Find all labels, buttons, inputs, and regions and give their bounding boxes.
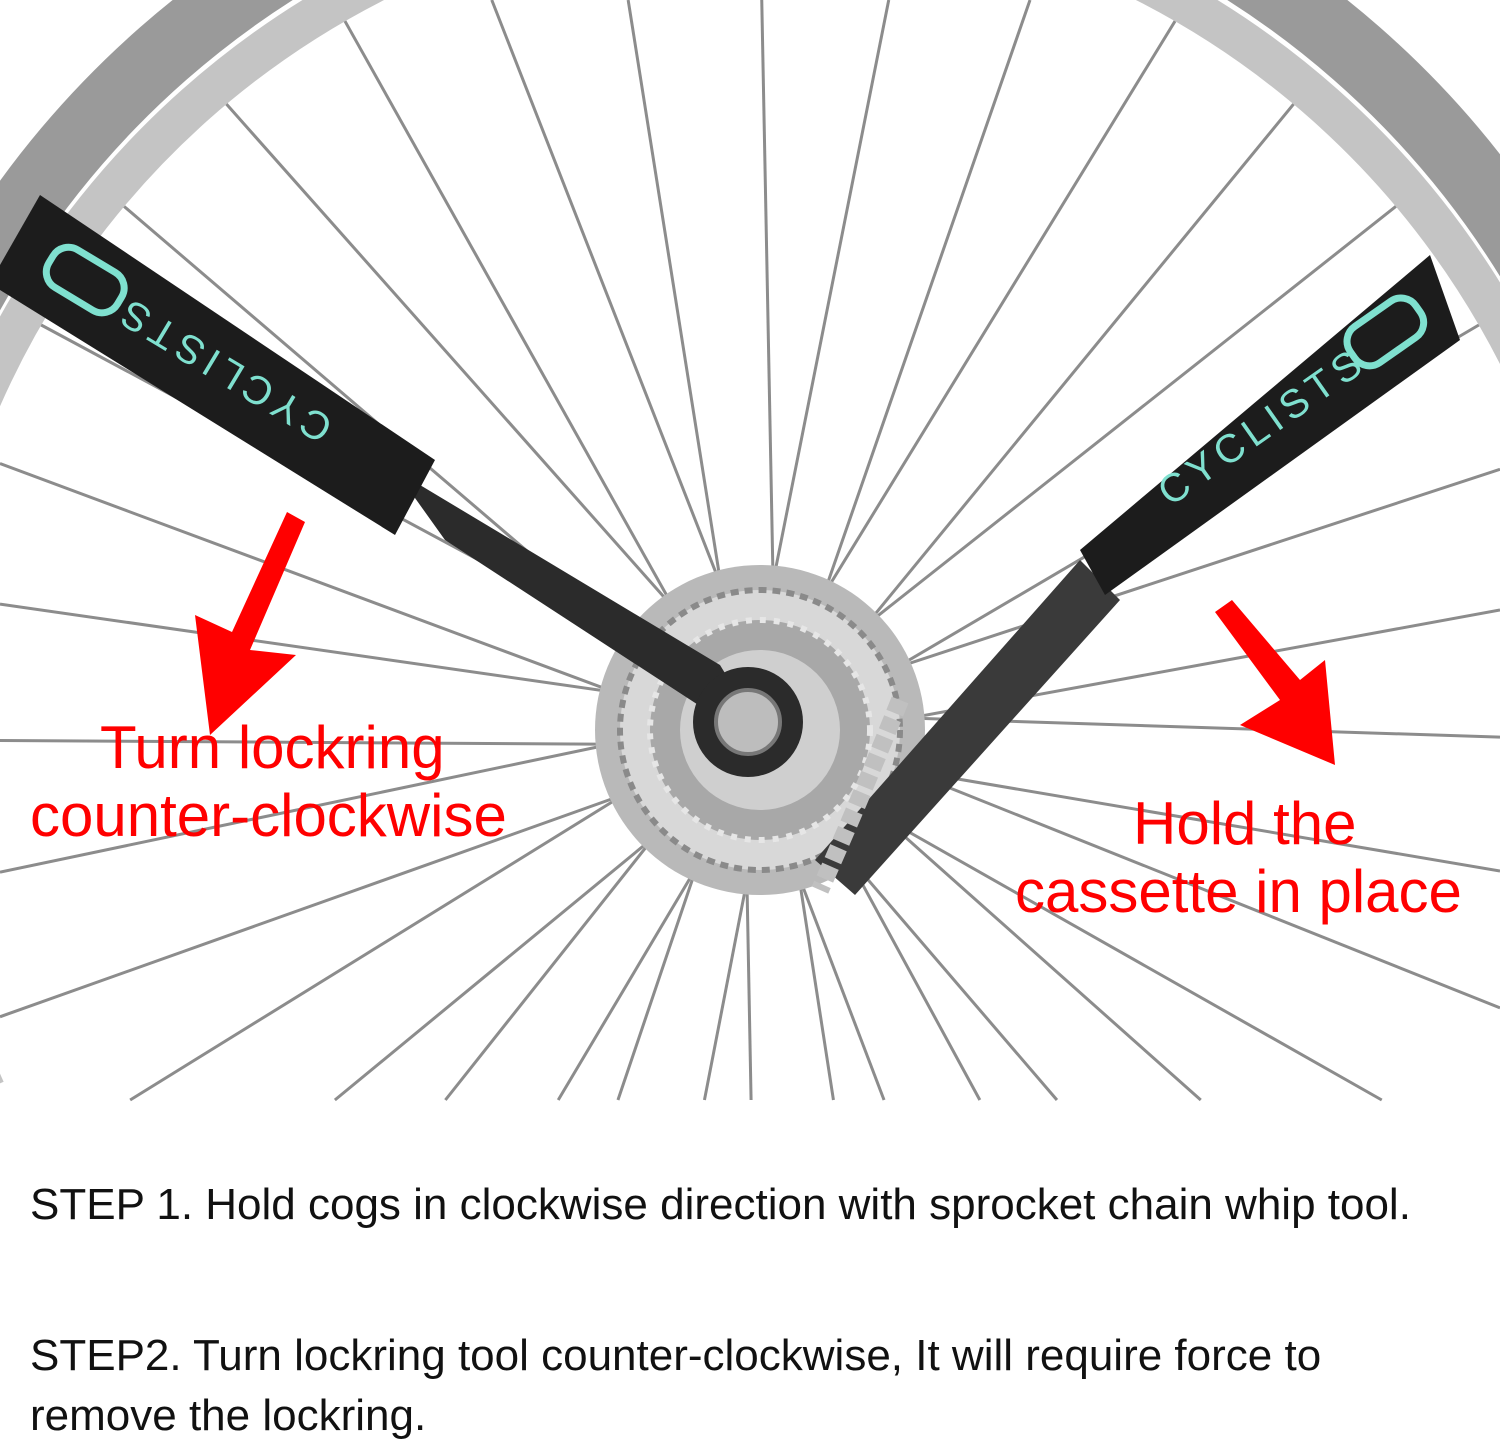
spoke <box>0 462 701 726</box>
step-2-text: STEP2. Turn lockring tool counter-clockw… <box>30 1331 1322 1440</box>
spoke <box>129 744 704 1102</box>
spoke <box>809 467 1500 698</box>
spokes <box>0 0 1500 1102</box>
spoke <box>792 0 1032 681</box>
annotation-left-line1: Turn lockring <box>100 714 445 781</box>
spoke <box>626 0 737 676</box>
spoke <box>794 205 1397 683</box>
spoke <box>818 713 1500 739</box>
tire <box>0 0 1500 311</box>
spoke <box>225 103 736 677</box>
spoke <box>0 602 706 707</box>
spoke <box>490 0 756 671</box>
spoke <box>807 103 1295 696</box>
spoke <box>0 724 701 874</box>
arrow-right-icon <box>1215 600 1335 765</box>
rim <box>0 0 1500 1084</box>
product-photo: CYCLISTS CYCLISTS <box>0 0 1500 1102</box>
annotation-left-line2: counter-clockwise <box>30 782 507 849</box>
brand-logo: CYCLISTS <box>1150 339 1375 515</box>
annotation-right-line2: cassette in place <box>1015 858 1462 925</box>
spoke <box>0 762 711 1019</box>
spoke <box>754 0 891 671</box>
annotation-right-line1: Hold the <box>1133 790 1357 857</box>
step-1-text: STEP 1. Hold cogs in clockwise direction… <box>30 1180 1411 1229</box>
arrow-left-icon <box>195 512 305 735</box>
spoke <box>774 20 1177 674</box>
spoke <box>343 20 720 688</box>
spoke <box>760 0 777 672</box>
spoke <box>819 608 1500 736</box>
spoke <box>0 738 702 747</box>
